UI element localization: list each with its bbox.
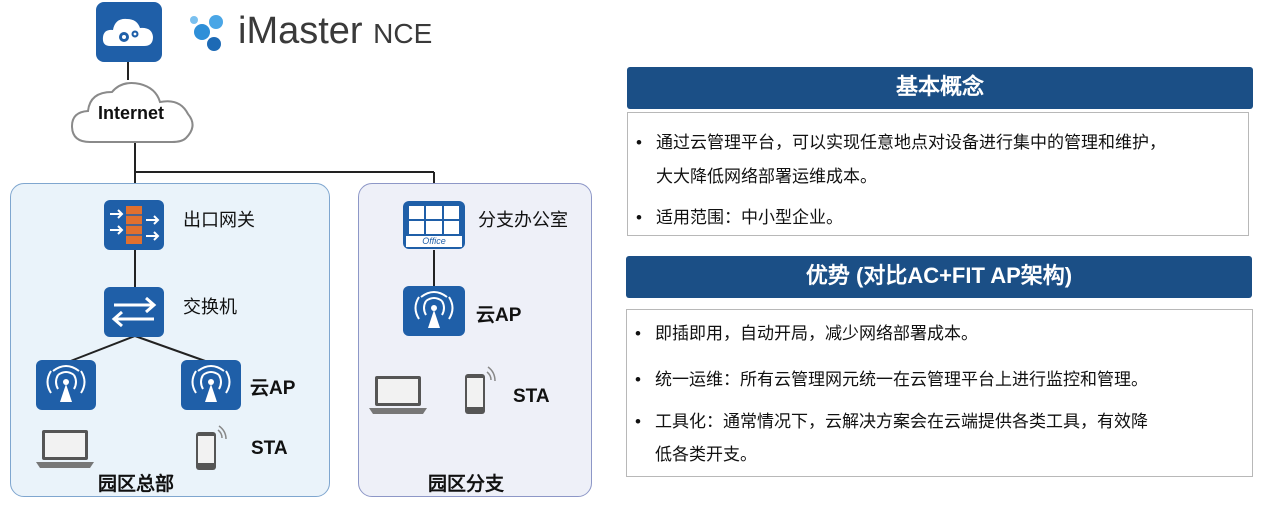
branch-site-area — [358, 183, 592, 497]
basic-concept-title: 基本概念 — [627, 67, 1253, 109]
switch-icon — [104, 287, 164, 337]
office-icon: Office — [403, 201, 465, 249]
ap-icon — [181, 360, 241, 410]
list-item: •通过云管理平台，可以实现任意地点对设备进行集中的管理和维护， — [636, 133, 1166, 152]
phone-icon — [465, 366, 496, 414]
advantage-title: 优势 (对比AC+FIT AP架构) — [626, 256, 1252, 298]
list-item-continuation: 大大降低网络部署运维成本。 — [656, 167, 877, 186]
list-item: •即插即用，自动开局，减少网络部署成本。 — [635, 324, 978, 343]
phone-icon — [196, 425, 227, 470]
branch-site-title: 园区分支 — [428, 474, 505, 495]
list-item-continuation: 低各类开支。 — [655, 445, 757, 464]
ap-icon — [36, 360, 96, 410]
ap-icon — [403, 286, 465, 336]
switch-label: 交换机 — [183, 297, 237, 317]
product-name: iMaster NCE — [238, 6, 432, 59]
gateway-label: 出口网关 — [183, 210, 255, 230]
branch-ap-label: 云AP — [476, 305, 522, 326]
product-suffix: NCE — [373, 18, 433, 49]
internet-cloud-icon — [70, 82, 194, 143]
hq-site-title: 园区总部 — [98, 474, 175, 495]
advantage-body: •即插即用，自动开局，减少网络部署成本。 •统一运维：所有云管理网元统一在云管理… — [626, 309, 1253, 477]
hq-sta-label: STA — [251, 438, 288, 459]
list-item: •统一运维：所有云管理网元统一在云管理平台上进行监控和管理。 — [635, 370, 1148, 389]
imaster-logo-icon — [190, 15, 223, 51]
basic-concept-body: •通过云管理平台，可以实现任意地点对设备进行集中的管理和维护， 大大降低网络部署… — [627, 112, 1249, 236]
site-links — [67, 250, 435, 363]
laptop-icon — [369, 376, 427, 414]
product-main: iMaster — [238, 10, 363, 52]
office-icon-text: Office — [422, 236, 446, 246]
hq-ap-label: 云AP — [250, 378, 296, 399]
office-label: 分支办公室 — [478, 210, 568, 230]
internet-label: Internet — [98, 103, 165, 123]
firewall-icon — [104, 200, 164, 250]
laptop-icon — [36, 430, 94, 468]
branch-sta-label: STA — [513, 386, 550, 407]
cloud-management-icon — [96, 2, 162, 62]
list-item: •工具化：通常情况下，云解决方案会在云端提供各类工具，有效降 — [635, 412, 1148, 431]
list-item: •适用范围：中小型企业。 — [636, 208, 843, 227]
